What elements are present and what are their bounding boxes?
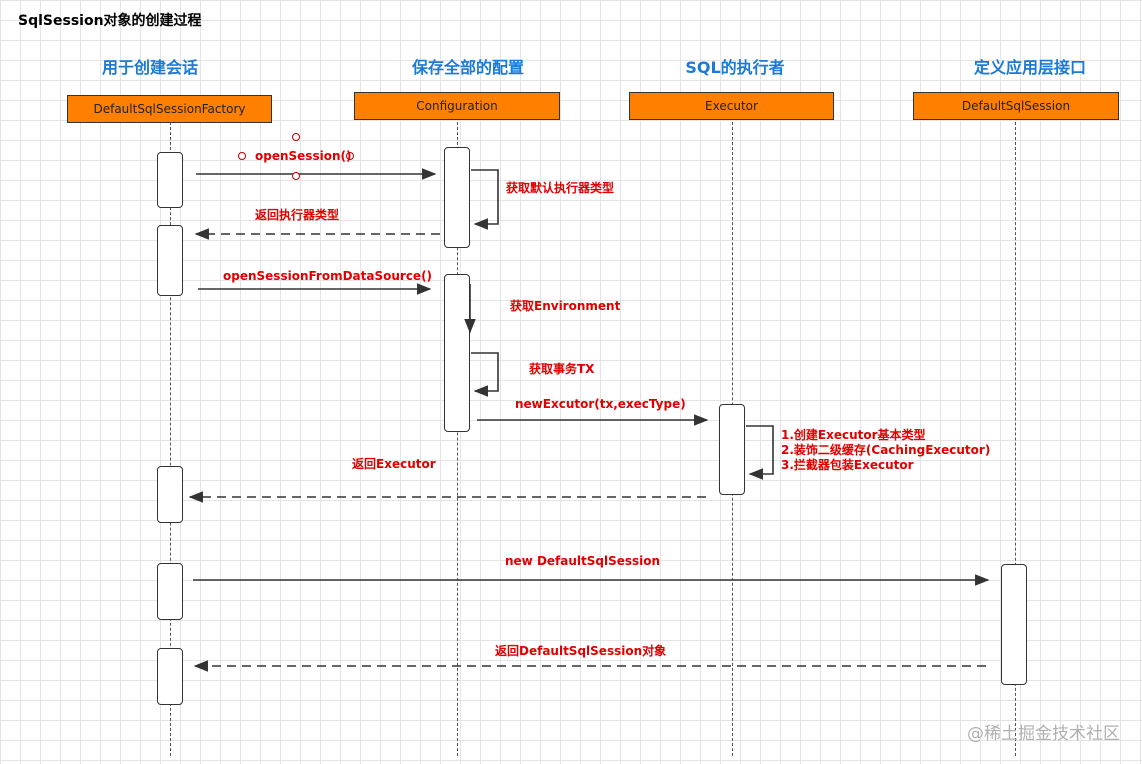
participant-default-sql-session: DefaultSqlSession: [913, 92, 1119, 120]
executor-step: 3.拦截器包装Executor: [781, 458, 914, 472]
self-call-arrow: [471, 352, 499, 397]
handle-icon: [346, 152, 354, 160]
message-return-default-sql-session: 返回DefaultSqlSession对象: [495, 644, 667, 658]
column-label-executor: SQL的执行者: [685, 58, 785, 77]
activation-bar: [157, 466, 183, 523]
message-open-session: openSession(): [255, 149, 352, 163]
participant-default-sql-session-factory: DefaultSqlSessionFactory: [67, 95, 272, 123]
handle-icon: [292, 133, 300, 141]
executor-steps-note: 1.创建Executor基本类型 2.装饰二级缓存(CachingExecuto…: [781, 428, 990, 473]
activation-bar: [1001, 564, 1027, 685]
handle-icon: [238, 152, 246, 160]
message-new-default-sql-session: new DefaultSqlSession: [505, 554, 661, 568]
self-call-arrow: [471, 169, 499, 230]
handle-icon: [292, 172, 300, 180]
self-call-arrow: [746, 425, 774, 480]
lifeline-session: [1015, 122, 1016, 756]
column-label-factory: 用于创建会话: [101, 58, 198, 77]
participant-configuration: Configuration: [354, 92, 560, 120]
message-return-executor-type: 返回执行器类型: [255, 208, 340, 222]
message-get-default-executor-type: 获取默认执行器类型: [506, 181, 615, 195]
message-get-transaction: 获取事务TX: [529, 362, 595, 376]
column-label-configuration: 保存全部的配置: [411, 58, 524, 77]
lifeline-factory: [170, 122, 171, 756]
activation-bar: [157, 563, 183, 620]
diagram-title: SqlSession对象的创建过程: [18, 13, 202, 29]
message-open-session-from-datasource: openSessionFromDataSource(): [223, 269, 433, 283]
lifeline-configuration: [457, 122, 458, 756]
executor-step: 1.创建Executor基本类型: [781, 428, 926, 442]
message-get-environment: 获取Environment: [510, 299, 621, 313]
participant-executor: Executor: [629, 92, 834, 120]
activation-bar: [157, 225, 183, 296]
message-new-executor: newExcutor(tx,execType): [515, 397, 686, 411]
activation-bar: [157, 152, 183, 208]
watermark: @稀土掘金技术社区: [967, 724, 1120, 744]
executor-step: 2.装饰二级缓存(CachingExecutor): [781, 443, 991, 457]
activation-bar: [444, 147, 470, 248]
activation-bar: [444, 274, 470, 432]
activation-bar: [719, 404, 745, 495]
message-return-executor: 返回Executor: [352, 457, 436, 471]
activation-bar: [157, 648, 183, 705]
column-label-session: 定义应用层接口: [973, 58, 1086, 77]
